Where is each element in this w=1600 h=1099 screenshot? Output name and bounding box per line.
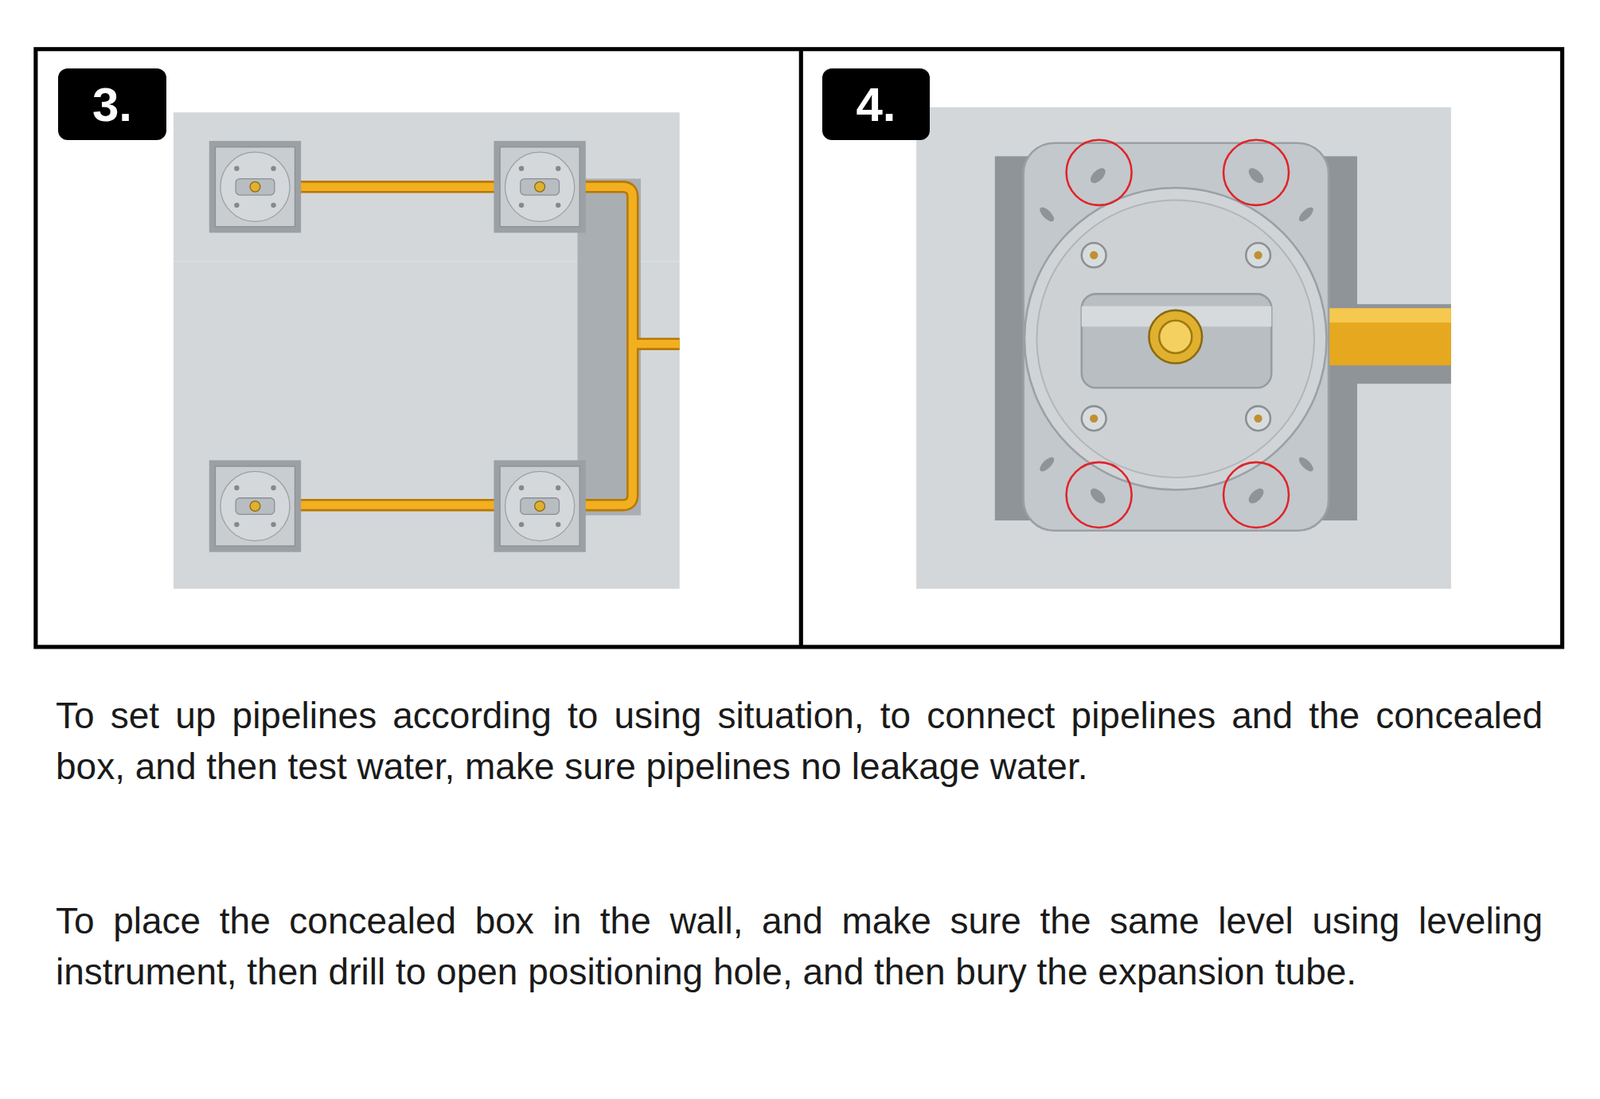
instruction-text: To set up pipelines according to using s… [55, 690, 1543, 793]
step-badge: 4. [822, 68, 930, 141]
instruction-text: To place the concealed box in the wall, … [55, 895, 1543, 998]
step-badge: 3. [58, 68, 167, 141]
step-number: 3. [92, 77, 133, 133]
step-number: 4. [855, 77, 896, 133]
